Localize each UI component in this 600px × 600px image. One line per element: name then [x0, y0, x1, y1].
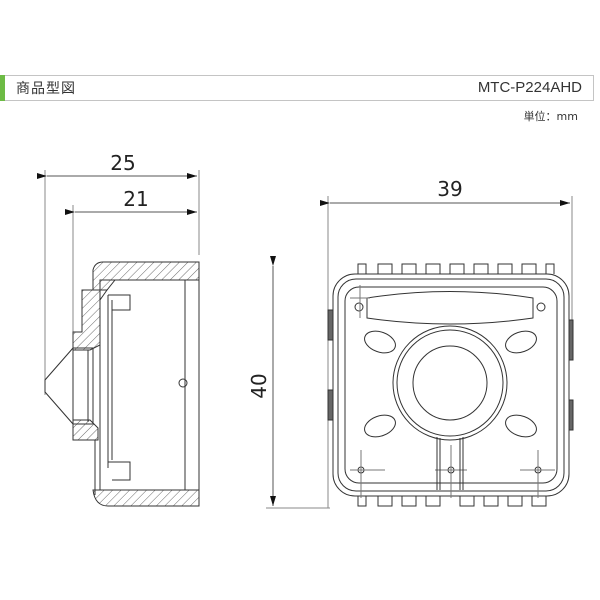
header-accent	[0, 75, 5, 101]
page-title: 商品型図	[16, 81, 76, 97]
bottom-fins	[357, 496, 547, 507]
side-view	[37, 170, 200, 507]
dimension-label-39: 39	[437, 177, 462, 201]
front-view	[266, 196, 574, 509]
model-number: MTC-P224AHD	[477, 79, 582, 96]
header-bar	[0, 75, 594, 101]
top-fins	[357, 263, 555, 274]
unit-label: 単位：mm	[523, 110, 578, 123]
dimension-label-25: 25	[110, 151, 135, 175]
dimension-label-21: 21	[123, 187, 148, 211]
dimension-label-40: 40	[247, 373, 271, 398]
